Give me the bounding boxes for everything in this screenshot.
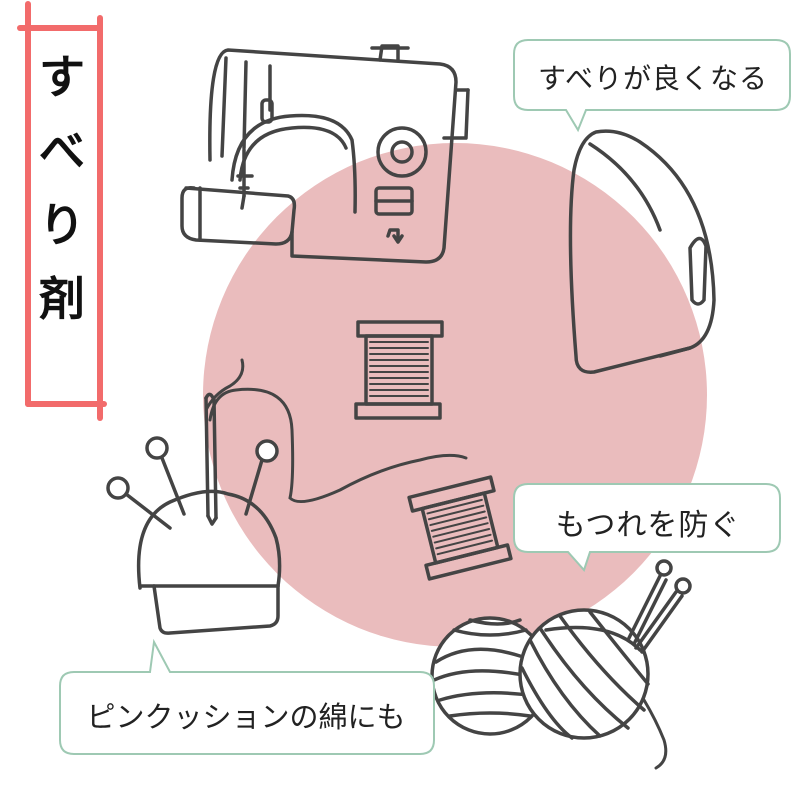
- yarn-ball-icon: [518, 608, 650, 740]
- thread-spool-icon: [354, 320, 444, 420]
- title-char: す: [39, 50, 85, 104]
- thread-spool-icon: [407, 475, 513, 581]
- iron-icon: [568, 129, 716, 374]
- bubble-text-tangle: もつれを防ぐ: [555, 508, 741, 543]
- page-title: す べ り 剤: [30, 40, 94, 336]
- title-char: 剤: [39, 272, 85, 326]
- pincushion-icon: [106, 436, 282, 635]
- thread-line: [208, 387, 468, 504]
- speech-bubble: [513, 39, 791, 133]
- title-char: り: [39, 198, 85, 252]
- thread-line: [204, 358, 245, 412]
- knitting-needle-icon: [626, 559, 692, 654]
- sewing-machine-icon: [180, 44, 470, 264]
- thread-line: [642, 698, 668, 770]
- title-char: べ: [39, 124, 85, 178]
- bubble-text-smooth: すべりが良くなる: [537, 62, 769, 95]
- needle-icon: [204, 392, 218, 526]
- title-frame: [17, 1, 107, 421]
- bubble-text-pincushion: ピンクッションの綿にも: [86, 700, 406, 734]
- speech-bubble: [59, 638, 435, 755]
- speech-bubble: [513, 483, 781, 572]
